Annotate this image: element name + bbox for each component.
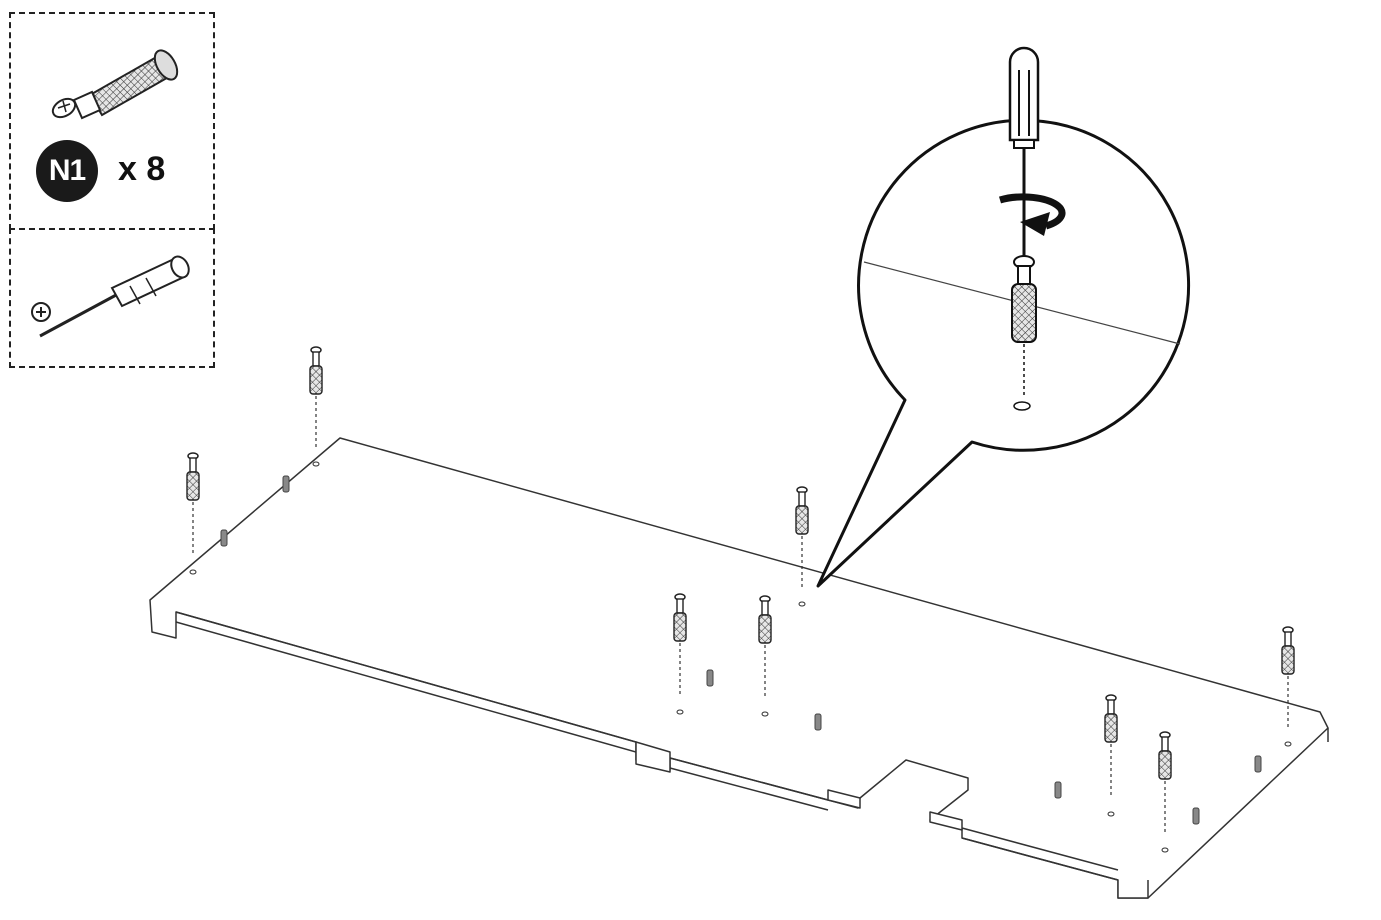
wood-dowel-peg — [814, 713, 822, 731]
cam-dowel-bolt-icon — [51, 49, 179, 120]
cam-dowel-bolt — [309, 346, 323, 467]
cam-dowel-bolt — [1104, 694, 1118, 817]
cam-dowel-bolt-icon — [1011, 255, 1037, 411]
wood-dowel-peg — [1192, 807, 1200, 825]
wood-dowel-peg — [706, 669, 714, 687]
wood-dowel-peg — [282, 475, 290, 493]
cam-dowel-bolt — [186, 452, 200, 575]
cam-dowel-bolt — [1158, 731, 1172, 853]
parts-box — [9, 12, 215, 230]
screwdriver-icon — [1008, 46, 1040, 256]
cam-dowel-bolt — [795, 486, 809, 607]
wood-dowel-peg — [220, 529, 228, 547]
board-panel — [149, 437, 1329, 899]
phillips-screwdriver-icon — [39, 255, 190, 338]
wood-dowel-peg — [1054, 781, 1062, 799]
detail-callout — [816, 118, 1191, 588]
cam-dowel-bolt — [1281, 626, 1295, 747]
part-quantity: x 8 — [118, 150, 166, 188]
wood-dowel-peg — [1254, 755, 1262, 773]
cam-dowel-bolt — [673, 593, 687, 715]
phillips-head-symbol-icon — [31, 302, 51, 322]
part-label-badge: N1 — [36, 140, 98, 202]
cam-dowel-bolt — [758, 595, 772, 717]
rotation-arrow-icon — [998, 193, 1066, 236]
